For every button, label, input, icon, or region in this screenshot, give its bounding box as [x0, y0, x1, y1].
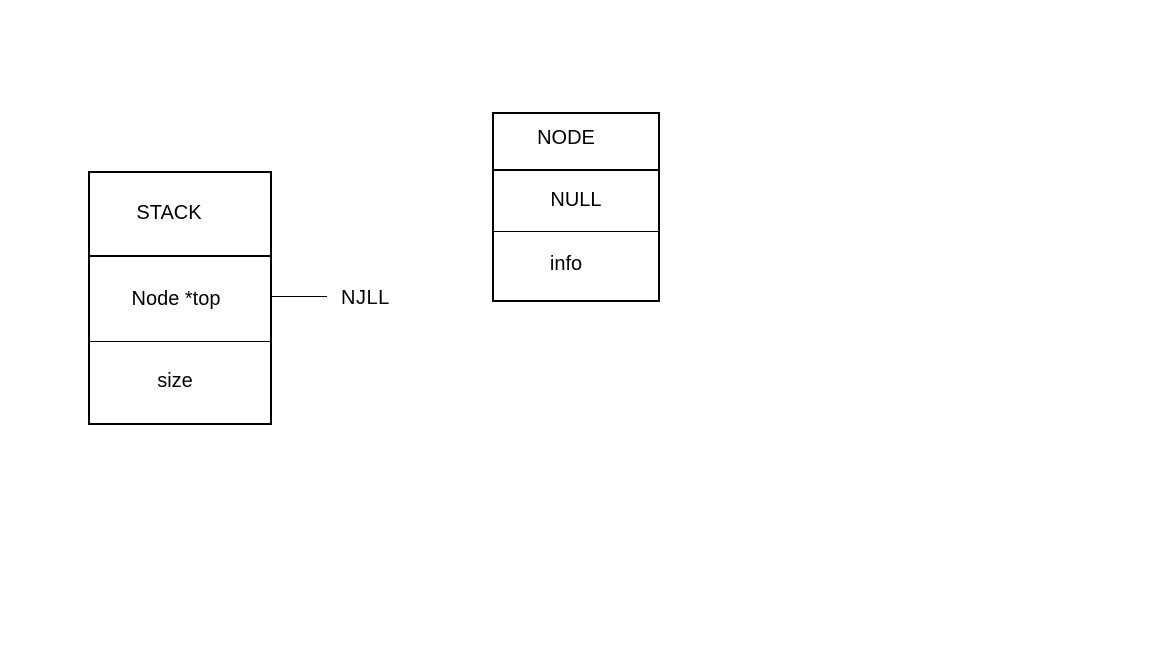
node-next-field: NULL [550, 188, 602, 211]
node-struct-box: NODE NULL info [492, 112, 660, 302]
node-next-field-cell: NULL [494, 171, 658, 232]
node-info-field-cell: info [494, 232, 658, 300]
stack-size-field-cell: size [90, 342, 270, 423]
node-info-field: info [549, 252, 583, 275]
stack-title: STACK [136, 201, 202, 224]
top-pointer-connector [272, 296, 327, 297]
node-title-cell: NODE [494, 114, 658, 171]
stack-title-cell: STACK [90, 173, 270, 257]
node-title: NODE [537, 127, 595, 149]
stack-struct-box: STACK Node *top size [88, 171, 272, 425]
stack-top-field-cell: Node *top [90, 257, 270, 342]
stack-top-field: Node *top [131, 287, 221, 310]
top-pointer-null-label: NJLL [341, 287, 390, 309]
stack-size-field: size [157, 370, 193, 392]
